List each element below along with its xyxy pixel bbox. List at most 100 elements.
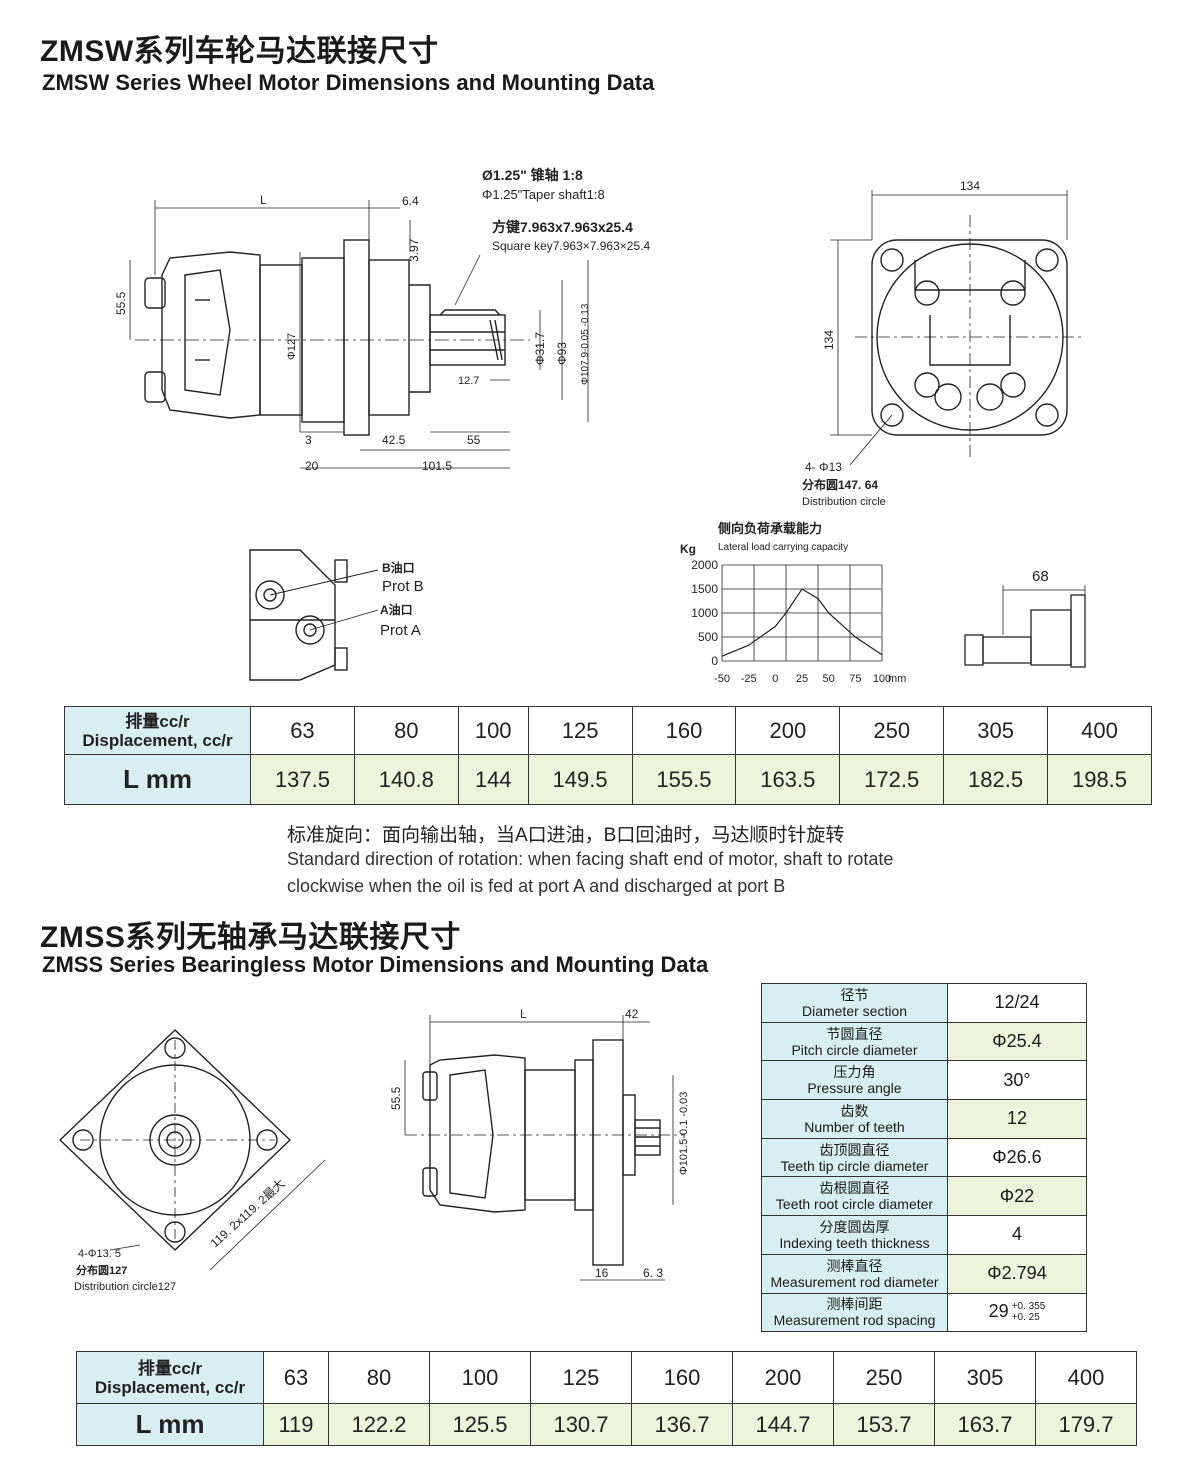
- spline-spec-label-en: Teeth root circle diameter: [775, 1196, 934, 1213]
- zmsw-disp-cell: 200: [735, 706, 841, 755]
- zmss-disp-cell: 160: [630, 1351, 733, 1404]
- zmss-front-view-drawing: 119. 2x119. 2最大 4-Φ13. 5 分布圆127 Distribu…: [59, 1029, 326, 1293]
- zmss-dist-cn: 分布圆127: [76, 1263, 127, 1277]
- zmsw-dim-3: 3: [305, 433, 312, 447]
- spline-spec-label-cn: 节圆直径: [826, 1025, 883, 1042]
- zmsw-disp-cell: 80: [353, 706, 459, 755]
- zmsw-table-header: 排量cc/r Displacement, cc/r: [64, 706, 251, 755]
- zmsw-dim-3-97: 3.97: [407, 238, 421, 262]
- zmsw-holes: 4- Φ13: [805, 460, 842, 474]
- zmsw-disp-cell: 63: [250, 706, 355, 755]
- zmsw-length-cell: 182.5: [943, 754, 1049, 805]
- spline-spec-value: 12/24: [947, 983, 1087, 1023]
- zmsw-dim-20: 20: [305, 459, 319, 473]
- chart-series-line: [721, 588, 883, 657]
- zmsw-port-view-drawing: B油口 Prot B A油口 Prot A: [249, 549, 424, 681]
- zmsw-length-cell: 137.5: [250, 754, 355, 805]
- spline-spec-label-cn: 测棒间距: [826, 1296, 883, 1313]
- zmss-length-cell: 179.7: [1034, 1403, 1138, 1446]
- spline-spec-label-cn: 测棒直径: [826, 1257, 883, 1274]
- zmsw-displacement-table: 排量cc/r Displacement, cc/r 63 80 100 125 …: [64, 706, 1152, 805]
- zmsw-key-en: Square key7.963×7.963×25.4: [492, 239, 650, 253]
- spline-spec-value: 30°: [947, 1060, 1087, 1101]
- spline-spec-value: 12: [947, 1099, 1087, 1139]
- chart-xtick-label: -50: [714, 673, 730, 685]
- spline-spec-label-cn: 径节: [840, 986, 869, 1003]
- spline-spec-value-text: 4: [1011, 1224, 1022, 1245]
- zmsw-side-view-drawing: L 6.4 3.97 55.5 Φ127 Φ31.7 Φ93 Φ107.9-0.…: [114, 167, 650, 473]
- zmsw-dim-101-5: 101.5: [422, 459, 452, 473]
- zmsw-dim-55-5: 55.5: [114, 291, 128, 315]
- chart-xlabel: mm: [888, 673, 906, 685]
- spline-spec-value-text: 12/24: [994, 992, 1040, 1013]
- chart-ylabel: Kg: [680, 542, 696, 556]
- zmss-disp-cell: 200: [731, 1351, 834, 1404]
- zmss-length-cell: 153.7: [832, 1403, 935, 1446]
- zmsw-length-cell: 198.5: [1047, 754, 1152, 805]
- zmsw-dim-phi31-7: Φ31.7: [533, 332, 547, 365]
- spline-spec-value: 29+0. 355+0. 25: [947, 1292, 1087, 1333]
- zmsw-length-cell: 149.5: [527, 754, 633, 805]
- zmsw-dist-en: Distribution circle: [802, 496, 886, 508]
- zmsw-port-b-cn: B油口: [382, 560, 415, 575]
- zmss-displacement-table: 排量cc/r Displacement, cc/r 63 80 100 125 …: [76, 1351, 1138, 1446]
- chart-ytick-label: 1000: [691, 606, 718, 620]
- spline-spec-label-en: Pitch circle diameter: [791, 1041, 918, 1058]
- spline-spec-label-en: Measurement rod spacing: [773, 1312, 936, 1329]
- spline-spec-label-cn: 齿根圆直径: [819, 1180, 890, 1197]
- zmsw-port-a-en: Prot A: [380, 622, 421, 639]
- zmss-holes: 4-Φ13. 5: [78, 1248, 121, 1260]
- zmsw-dim-L: L: [260, 193, 267, 207]
- zmsw-dim-55: 55: [467, 433, 481, 447]
- chart-ytick-label: 2000: [691, 558, 718, 572]
- zmsw-taper-cn: Ø1.25" 锥轴 1:8: [482, 167, 583, 183]
- zmsw-head-en: Displacement, cc/r: [82, 730, 233, 750]
- spline-spec-tolerance: +0. 355+0. 25: [1012, 1301, 1046, 1323]
- zmss-dim-42: 42: [625, 1007, 639, 1021]
- chart-xtick-label: 100: [873, 673, 891, 685]
- zmsw-small-dim-68: 68: [1032, 568, 1049, 585]
- zmss-side-view-drawing: L 42 55.5 Φ101.5-0.1 -0.03 16 6. 3: [389, 1007, 690, 1281]
- zmss-disp-cell: 125: [529, 1351, 632, 1404]
- spline-spec-value: Φ22: [947, 1176, 1087, 1217]
- zmsw-dim-phi107-9: Φ107.9-0.05 -0.13: [580, 303, 591, 385]
- chart-ytick-label: 500: [698, 630, 718, 644]
- chart-xtick-label: 50: [823, 673, 835, 685]
- spline-spec-value-text: Φ25.4: [992, 1031, 1042, 1052]
- zmss-length-cell: 163.7: [933, 1403, 1036, 1446]
- spline-spec-value-text: 29: [988, 1301, 1009, 1322]
- zmss-disp-cell: 80: [327, 1351, 430, 1404]
- spline-spec-label-en: Diameter section: [801, 1002, 908, 1019]
- spline-spec-value-text: Φ26.6: [992, 1147, 1042, 1168]
- zmsw-small-side-drawing: 68: [964, 568, 1086, 668]
- zmsw-taper-en: Φ1.25"Taper shaft1:8: [482, 187, 605, 202]
- spline-spec-label-en: Teeth tip circle diameter: [780, 1157, 929, 1174]
- chart-ytick-label: 0: [711, 654, 718, 668]
- zmss-dist-en: Distribution circle127: [74, 1281, 176, 1293]
- zmss-title-en: ZMSS Series Bearingless Motor Dimensions…: [42, 952, 709, 977]
- spline-spec-label-cn: 齿数: [840, 1102, 869, 1119]
- zmss-dim-16: 16: [595, 1266, 609, 1280]
- zmsw-dim-12-7: 12.7: [458, 375, 479, 387]
- spline-spec-label-en: Indexing teeth thickness: [779, 1234, 930, 1251]
- zmsw-dim-phi93: Φ93: [555, 342, 569, 365]
- spline-spec-label-en: Pressure angle: [807, 1080, 902, 1097]
- zmsw-dim-phi127: Φ127: [286, 333, 298, 360]
- zmss-row-label: L mm: [76, 1403, 264, 1446]
- zmsw-title-cn: ZMSW系列车轮马达联接尺寸: [40, 35, 439, 68]
- zmss-head-en: Displacement, cc/r: [94, 1377, 246, 1397]
- zmss-disp-cell: 250: [832, 1351, 935, 1404]
- zmss-dim-L: L: [520, 1007, 527, 1021]
- spline-spec-label-en: Measurement rod diameter: [770, 1273, 939, 1290]
- spline-spec-label-cn: 齿顶圆直径: [819, 1141, 890, 1158]
- zmsw-disp-cell: 305: [943, 706, 1049, 755]
